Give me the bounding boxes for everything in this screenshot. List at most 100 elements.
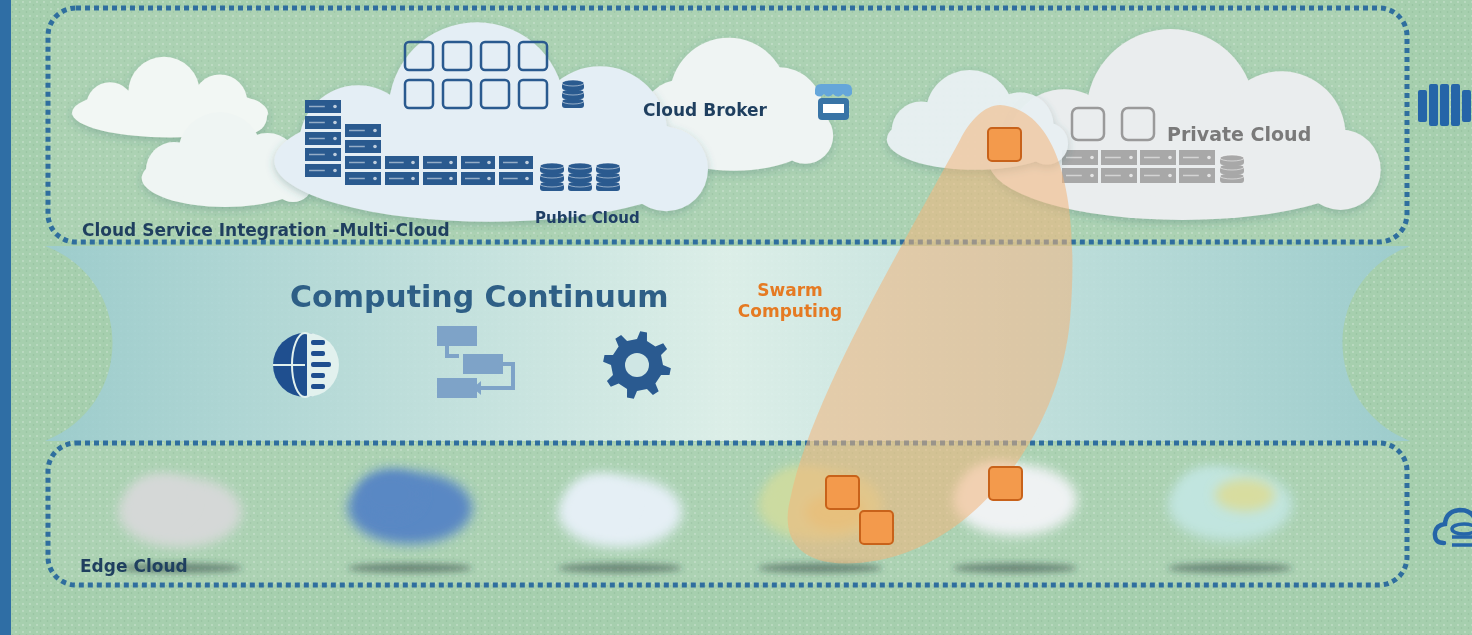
server-led (1129, 174, 1133, 178)
database-top (1220, 155, 1244, 161)
server-unit (1062, 150, 1098, 165)
server-led (333, 137, 337, 141)
server-led (333, 121, 337, 125)
server-slot (349, 162, 365, 164)
private-cloud: Private Cloud (985, 25, 1380, 230)
server-unit (1101, 168, 1137, 183)
cloud-contents (305, 42, 620, 191)
broker-label-box: Cloud Broker (643, 100, 767, 121)
server-unit (499, 172, 533, 185)
multi-cloud-band: Public CloudPrivate CloudCloud Service I… (45, 5, 1410, 245)
server-led (333, 169, 337, 173)
cloud-part (986, 92, 1053, 159)
server-unit (345, 156, 381, 169)
cloud-part (892, 102, 951, 161)
server-slot (389, 162, 404, 164)
cloud-shape (989, 29, 1381, 220)
computing-continuum: Computing Continuum (45, 240, 1410, 445)
rack-bar (1451, 84, 1460, 126)
server-unit (305, 100, 341, 113)
server-unit (345, 172, 381, 185)
server-slot (465, 162, 480, 164)
swarm-member (826, 476, 859, 509)
cloud-shape (274, 22, 708, 222)
server-led (373, 161, 377, 165)
server-slot (1066, 175, 1082, 177)
flow-box (463, 354, 503, 374)
cloud-part (624, 127, 708, 211)
server-slot (349, 178, 365, 180)
server-slot (309, 138, 325, 140)
stack-line (1452, 543, 1472, 547)
server-unit (385, 172, 419, 185)
binary-row (311, 351, 325, 356)
server-unit (305, 148, 341, 161)
binary-row (311, 340, 325, 345)
server-slot (1183, 157, 1199, 159)
server-unit (1140, 168, 1176, 183)
binary-row (311, 384, 325, 389)
vm-slot (519, 42, 547, 70)
server-unit (423, 172, 457, 185)
cloud-part (887, 109, 1063, 170)
region-title: Cloud Service Integration -Multi-Cloud (82, 220, 450, 240)
server-unit (1179, 168, 1215, 183)
server-unit (499, 156, 533, 169)
band-border (48, 8, 1407, 242)
server-unit (1140, 150, 1176, 165)
small-cloud (887, 70, 1068, 170)
server-slot (465, 178, 480, 180)
stack-disc (1452, 524, 1472, 534)
continuum-funnel (45, 246, 1410, 441)
server-led (487, 177, 491, 181)
swarm-cone (788, 105, 1073, 564)
server-led (411, 177, 415, 181)
vm-slot (443, 80, 471, 108)
server-led (1129, 156, 1133, 160)
server-led (1168, 174, 1172, 178)
database-top (562, 80, 584, 86)
workflow-icon (437, 326, 513, 398)
flow-head (473, 381, 481, 395)
public-outline (270, 18, 710, 232)
stack-line (1452, 535, 1472, 539)
vm-slot (1122, 108, 1154, 140)
swarm-member (989, 467, 1022, 500)
server-slot (309, 106, 325, 108)
server-slot (503, 162, 518, 164)
cloud-body (274, 22, 708, 222)
server-slot (427, 162, 442, 164)
server-slot (389, 178, 404, 180)
server-led (373, 129, 377, 133)
cloud-contents (1062, 108, 1244, 183)
server-led (1207, 156, 1211, 160)
server-slot (1144, 175, 1160, 177)
server-unit (1062, 168, 1098, 183)
server-slot (349, 130, 365, 132)
cloud-part (1026, 123, 1068, 165)
region-title: Edge Cloud (80, 556, 188, 576)
band-outline (45, 440, 1410, 588)
flow-arrow (447, 346, 459, 356)
server-led (373, 177, 377, 181)
flow-box (437, 378, 477, 398)
server-slot (1105, 157, 1121, 159)
server-unit (345, 140, 381, 153)
server-led (449, 161, 453, 165)
server-unit (423, 156, 457, 169)
server-led (1168, 156, 1172, 160)
server-unit (345, 124, 381, 137)
server-slot (503, 178, 518, 180)
database-top (568, 163, 592, 169)
server-slot (427, 178, 442, 180)
server-led (525, 177, 529, 181)
server-slot (1183, 175, 1199, 177)
swarm-label-box: Swarm Computing (725, 280, 855, 322)
vm-slot (405, 42, 433, 70)
server-led (1090, 156, 1094, 160)
cloud-body (989, 29, 1381, 220)
flow-box (437, 326, 477, 346)
